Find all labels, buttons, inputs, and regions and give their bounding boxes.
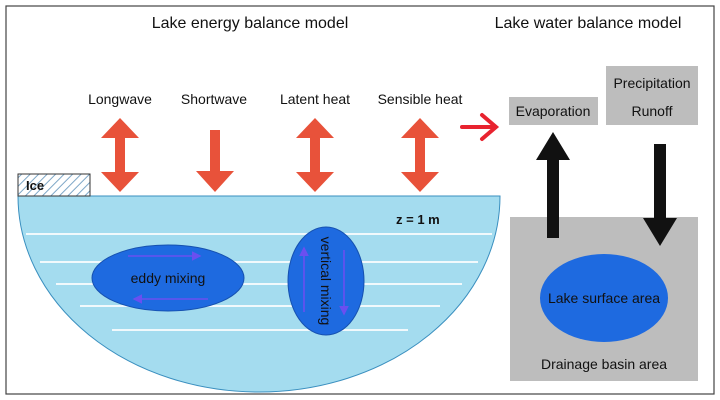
drainage-basin-label: Drainage basin area [541, 356, 667, 372]
shortwave-label: Shortwave [181, 91, 247, 107]
water-balance-title: Lake water balance model [495, 15, 682, 32]
runoff-label: Runoff [632, 103, 673, 119]
evaporation-label: Evaporation [516, 103, 591, 119]
lake-surface-label: Lake surface area [548, 290, 660, 306]
latent-heat-double-arrow [296, 118, 334, 192]
energy-balance-title: Lake energy balance model [152, 15, 349, 32]
evaporation-up-arrow [536, 132, 570, 238]
ice-block [17, 173, 91, 197]
longwave-label: Longwave [88, 91, 152, 107]
eddy-mixing-ellipse [91, 244, 245, 312]
precipitation-label: Precipitation [613, 75, 690, 91]
sensible-heat-label: Sensible heat [378, 91, 463, 107]
evaporation-box [509, 97, 598, 125]
lake-surface-ellipse [540, 254, 668, 342]
model-link-arrow [460, 113, 500, 141]
shortwave-down-arrow [196, 130, 234, 192]
precipitation-runoff-box [606, 66, 698, 125]
flux-arrows [101, 118, 439, 192]
lake-water-body [17, 195, 501, 393]
depth-label: z = 1 m [396, 212, 440, 227]
eddy-mixing-label: eddy mixing [131, 270, 206, 286]
sensible-heat-double-arrow [401, 118, 439, 192]
longwave-double-arrow [101, 118, 139, 192]
vertical-mixing-label: vertical mixing [318, 237, 334, 326]
inflow-down-arrow [643, 144, 677, 246]
ice-label: Ice [26, 178, 44, 193]
latent-heat-label: Latent heat [280, 91, 350, 107]
